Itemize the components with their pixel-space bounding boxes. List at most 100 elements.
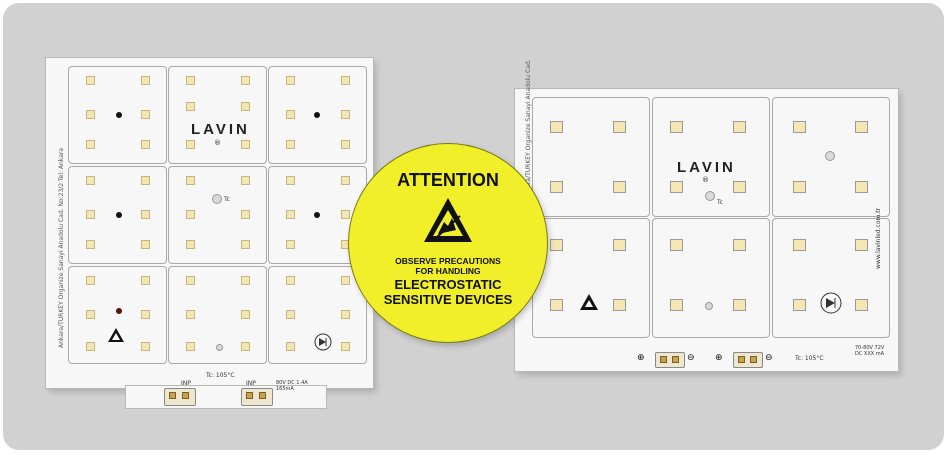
led-chip: [733, 181, 746, 193]
led-chip: [341, 342, 350, 351]
led-chip: [141, 342, 150, 351]
led-chip: [286, 276, 295, 285]
led-chip: [341, 176, 350, 185]
led-chip: [855, 181, 868, 193]
led-cell: [532, 97, 650, 217]
led-chip: [186, 342, 195, 351]
led-chip: [286, 342, 295, 351]
led-chip: [733, 299, 746, 311]
plus-terminal-icon: ⊕: [637, 353, 645, 363]
sticker-line-electrostatic: ELECTROSTATIC: [394, 277, 502, 292]
led-chip: [241, 102, 250, 111]
sticker-line-sensitive: SENSITIVE DEVICES: [383, 292, 513, 307]
led-chip: [241, 276, 250, 285]
led-chip: [550, 181, 563, 193]
led-chip: [613, 121, 626, 133]
led-chip: [613, 239, 626, 251]
led-cell: [168, 66, 267, 164]
led-chip: [186, 140, 195, 149]
led-chip: [241, 140, 250, 149]
led-chip: [241, 342, 250, 351]
led-cell: [68, 166, 167, 264]
inp-label-2: INP: [246, 380, 256, 387]
left-led-board: Ankara/TURKEY Organize Sanayi Anadolu Ca…: [46, 58, 373, 388]
led-cell: [268, 266, 367, 364]
minus-terminal-icon: ⊖: [765, 353, 773, 363]
tc-test-point: [212, 194, 222, 204]
led-chip: [733, 239, 746, 251]
right-board-reg-mark: ®: [702, 176, 709, 184]
led-chip: [670, 239, 683, 251]
led-chip: [341, 76, 350, 85]
left-spec-text: 80V DC 1.4A 165mA: [276, 380, 308, 392]
led-chip: [86, 342, 95, 351]
mounting-hole: [116, 112, 122, 118]
led-chip: [186, 240, 195, 249]
minus-terminal-icon: ⊖: [687, 353, 695, 363]
led-chip: [855, 121, 868, 133]
left-tc-marker: Tc: [224, 196, 230, 203]
right-spec-text: 70-80V 72V DC XXX mA: [855, 345, 885, 357]
led-chip: [241, 76, 250, 85]
led-chip: [793, 299, 806, 311]
led-chip: [141, 210, 150, 219]
led-chip: [241, 210, 250, 219]
led-chip: [241, 176, 250, 185]
sticker-line-handling: FOR HANDLING: [415, 266, 481, 276]
led-chip: [793, 181, 806, 193]
led-chip: [286, 76, 295, 85]
left-board-connector-tab: INP INP 80V DC 1.4A 165mA: [126, 380, 326, 408]
mounting-hole: [314, 112, 320, 118]
esd-hand-warning-icon: [424, 198, 472, 242]
led-chip: [141, 276, 150, 285]
diode-symbol-icon: [314, 333, 332, 351]
diode-symbol-icon: [820, 292, 842, 314]
left-tc-rating: Tc: 105°C: [206, 372, 235, 379]
led-chip: [550, 299, 563, 311]
plus-terminal-icon: ⊕: [715, 353, 723, 363]
led-chip: [613, 299, 626, 311]
led-chip: [670, 299, 683, 311]
left-board-reg-mark: ®: [214, 139, 221, 147]
led-cell: [268, 66, 367, 164]
led-chip: [286, 240, 295, 249]
led-chip: [86, 240, 95, 249]
led-chip: [86, 110, 95, 119]
mounting-hole: [314, 212, 320, 218]
led-chip: [141, 76, 150, 85]
esd-warning-icon: [580, 294, 598, 310]
led-chip: [186, 176, 195, 185]
led-chip: [793, 121, 806, 133]
led-chip: [86, 176, 95, 185]
led-chip: [186, 210, 195, 219]
led-chip: [86, 310, 95, 319]
led-cell: [68, 66, 167, 164]
mounting-hole: [825, 151, 835, 161]
led-chip: [186, 102, 195, 111]
led-chip: [241, 240, 250, 249]
led-cell: [168, 266, 267, 364]
led-chip: [341, 110, 350, 119]
led-chip: [141, 240, 150, 249]
led-chip: [241, 310, 250, 319]
led-chip: [341, 310, 350, 319]
led-chip: [793, 239, 806, 251]
led-chip: [286, 310, 295, 319]
tc-test-point: [705, 191, 715, 201]
led-chip: [86, 210, 95, 219]
esd-warning-icon: [108, 328, 124, 342]
led-chip: [286, 176, 295, 185]
led-chip: [670, 121, 683, 133]
led-chip: [613, 181, 626, 193]
sticker-line-observe: OBSERVE PRECAUTIONS: [395, 256, 501, 266]
left-connector-2: [241, 388, 273, 406]
led-chip: [341, 210, 350, 219]
led-chip: [186, 310, 195, 319]
inp-label-1: INP: [181, 380, 191, 387]
led-chip: [86, 140, 95, 149]
left-board-side-text: Ankara/TURKEY Organize Sanayi Anadolu Ca…: [58, 147, 65, 348]
left-connector-1: [164, 388, 196, 406]
led-chip: [670, 181, 683, 193]
right-board-brand-logo: LAVIN: [677, 159, 736, 176]
right-connector-1: [655, 352, 685, 368]
